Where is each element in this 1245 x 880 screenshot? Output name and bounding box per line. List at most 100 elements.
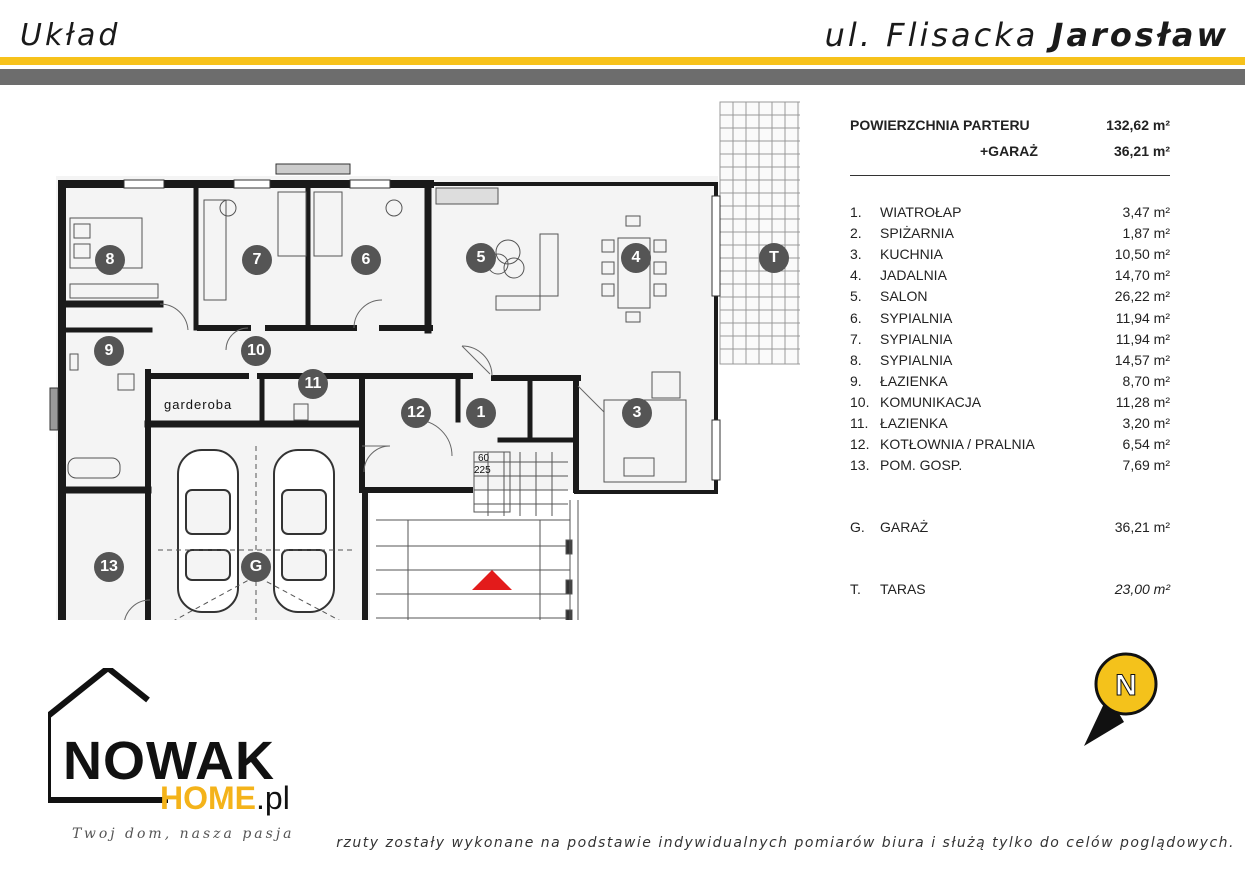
area-row-name: TARAS	[880, 581, 926, 597]
area-row: 5. SALON 26,22 m²	[850, 288, 1170, 308]
room-badge-terrace: T	[759, 243, 789, 273]
area-row: 8. SYPIALNIA 14,57 m²	[850, 352, 1170, 372]
area-row: 6. SYPIALNIA 11,94 m²	[850, 310, 1170, 330]
area-row-value: 3,20 m²	[1122, 415, 1170, 431]
area-row-value: 8,70 m²	[1122, 372, 1170, 389]
room-badge-3: 3	[622, 398, 652, 428]
area-row-num: 8.	[850, 351, 862, 368]
area-row-value: 11,94 m²	[1115, 309, 1170, 326]
area-row-value: 7,69 m²	[1122, 457, 1170, 474]
nowak-home-logo	[48, 668, 168, 803]
area-row-num: 10.	[850, 393, 870, 410]
area-row-value: 36,21 m²	[1114, 519, 1170, 535]
doors	[124, 299, 605, 620]
area-row-name: SYPIALNIA	[880, 330, 953, 347]
area-row-num: 11.	[850, 415, 869, 431]
logo-brand-top: NOWAK	[63, 731, 275, 791]
windows	[49, 163, 721, 481]
area-row-name: KUCHNIA	[880, 246, 944, 263]
area-row-value: 6,54 m²	[1122, 436, 1170, 453]
area-row-num: 4.	[850, 267, 862, 284]
logo-brand-home: HOME.pl	[160, 780, 290, 817]
area-row-name: GARAŻ	[880, 519, 929, 535]
area-row: 12. KOTŁOWNIA / PRALNIA 6,54 m²	[850, 436, 1170, 456]
stair-dim-bottom: 225	[474, 465, 491, 476]
garage-door	[158, 446, 356, 620]
room-badge-4: 4	[621, 243, 651, 273]
area-table-divider	[850, 175, 1170, 176]
area-row-name: KOMUNIKACJA	[880, 393, 982, 410]
area-row: 9. ŁAZIENKA 8,70 m²	[850, 373, 1170, 393]
entrance-arrow	[472, 570, 512, 590]
room-badge-7: 7	[242, 245, 272, 275]
area-row-num: 12.	[850, 436, 870, 453]
logo-home-text: HOME	[160, 780, 256, 816]
area-row-value: 10,50 m²	[1114, 246, 1170, 263]
area-row: 10. KOMUNIKACJA 11,28 m²	[850, 394, 1170, 414]
area-row-value: 11,94 m²	[1115, 330, 1170, 347]
area-row: 7. SYPIALNIA 11,94 m²	[850, 331, 1170, 351]
area-row-name: ŁAZIENKA	[880, 372, 948, 389]
area-row-name: KOTŁOWNIA / PRALNIA	[880, 436, 1035, 453]
area-row: 2. SPIŻARNIA 1,87 m²	[850, 225, 1170, 245]
compass-label: N	[1115, 669, 1137, 702]
area-row-name: SYPIALNIA	[880, 351, 953, 368]
room-badge-9: 9	[94, 336, 124, 366]
area-row-name: SYPIALNIA	[880, 309, 953, 326]
terrace-grid	[719, 101, 800, 365]
area-row: 13.POM. GOSP.7,69 m²	[850, 457, 1170, 477]
area-row: 4. JADALNIA 14,70 m²	[850, 267, 1170, 287]
area-row-num: 6.	[850, 309, 862, 326]
garage-cars	[177, 449, 335, 613]
area-row-value: 23,00 m²	[1114, 581, 1170, 597]
city-name: Jarosław	[1051, 16, 1229, 54]
room-badge-12: 12	[401, 398, 431, 428]
room-badge-garage: G	[241, 552, 271, 582]
area-row-name: SALON	[880, 288, 928, 305]
area-row-value: 11,28 m²	[1115, 393, 1170, 410]
logo-tagline: Twoj dom, nasza pasja	[72, 826, 295, 842]
area-row-num: 1.	[850, 204, 862, 220]
area-row-value: 3,47 m²	[1122, 204, 1170, 220]
garage-total-label: +GARAŻ	[980, 143, 1038, 159]
area-row-num: 3.	[850, 246, 862, 263]
page-title-left: Układ	[20, 18, 121, 53]
room-badge-5: 5	[466, 243, 496, 273]
area-row-name: JADALNIA	[880, 267, 947, 284]
stair-dim-top: 60	[478, 453, 490, 464]
garderoba-label: garderoba	[164, 397, 233, 412]
area-row-value: 1,87 m²	[1122, 225, 1170, 242]
room-badge-13: 13	[94, 552, 124, 582]
furniture	[67, 187, 687, 516]
driveway	[376, 500, 579, 620]
area-row-garage: G. GARAŻ 36,21 m²	[850, 519, 1170, 539]
header-yellow-band	[0, 57, 1245, 65]
parter-value: 132,62 m²	[1106, 117, 1170, 133]
area-row-num: 5.	[850, 288, 862, 305]
area-row-num: 7.	[850, 330, 862, 347]
room-badge-10: 10	[241, 336, 271, 366]
disclaimer-text: rzuty zostały wykonane na podstawie indy…	[336, 835, 1235, 851]
area-row-num: 9.	[850, 372, 862, 389]
floor-plan	[49, 101, 800, 620]
area-row-value: 14,57 m²	[1114, 351, 1170, 368]
parter-label: POWIERZCHNIA PARTERU	[850, 117, 1030, 133]
room-badge-6: 6	[351, 245, 381, 275]
area-row-name: POM. GOSP.	[880, 457, 963, 474]
area-row-num: 2.	[850, 225, 862, 242]
header-gray-band	[0, 69, 1245, 85]
page-title-address: ul. Flisacka Jarosław	[825, 16, 1229, 54]
area-row-terrace: T. TARAS 23,00 m²	[850, 581, 1170, 601]
area-row-num: T.	[850, 581, 861, 597]
area-row-name: ŁAZIENKA	[880, 415, 948, 431]
house-fill	[56, 176, 718, 620]
room-badge-1: 1	[466, 398, 496, 428]
garage-total-value: 36,21 m²	[1113, 143, 1170, 159]
area-row-value: 14,70 m²	[1114, 267, 1170, 284]
area-row-name: SPIŻARNIA	[880, 225, 954, 242]
area-row-value: 26,22 m²	[1114, 288, 1170, 305]
area-row: 1. WIATROŁAP 3,47 m²	[850, 204, 1170, 224]
room-badge-8: 8	[95, 245, 125, 275]
area-row-num: G.	[850, 519, 865, 535]
area-row-name: WIATROŁAP	[880, 204, 962, 220]
